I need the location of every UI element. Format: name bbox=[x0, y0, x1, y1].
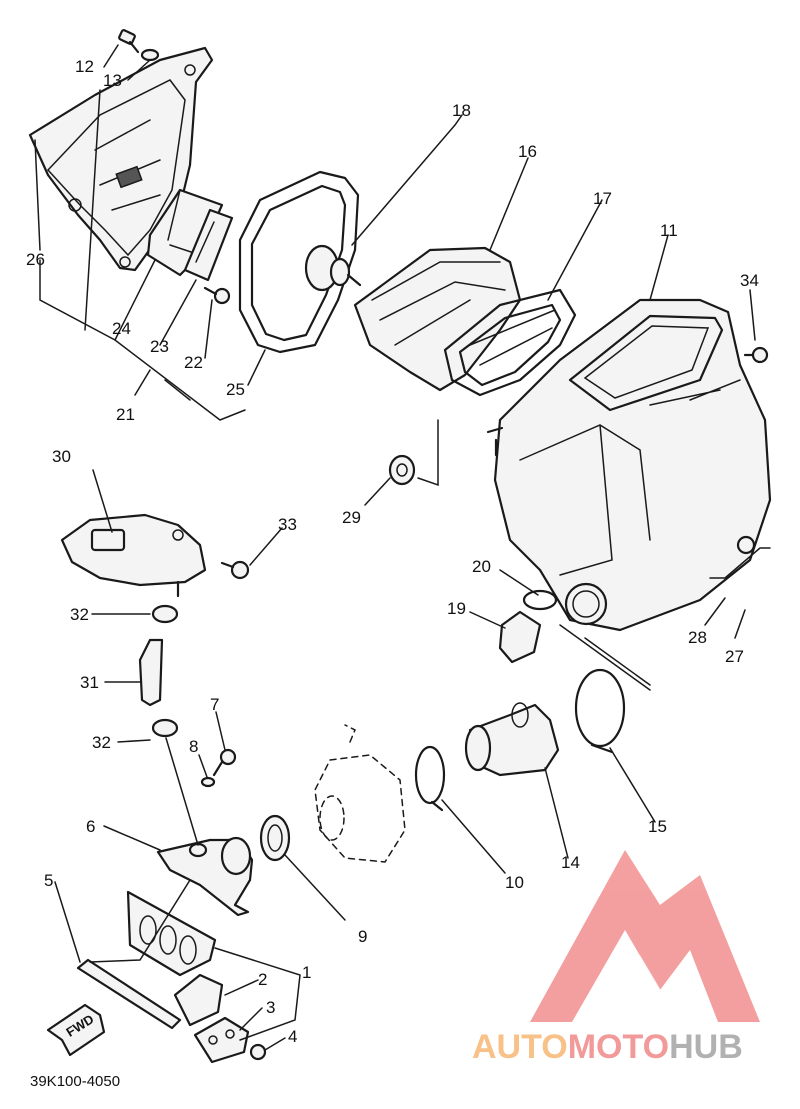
automotohub-wordmark: AUTOMOTOHUB bbox=[472, 1028, 743, 1066]
callout-29: 29 bbox=[342, 508, 361, 527]
callout-24: 24 bbox=[112, 319, 131, 338]
callout-2: 2 bbox=[258, 970, 267, 989]
part-17-filter-frame bbox=[443, 288, 577, 397]
part-30-breather-tank bbox=[60, 513, 207, 598]
fwd-arrow: FWD bbox=[46, 1003, 106, 1057]
callout-28: 28 bbox=[688, 628, 707, 647]
part-29-grommet bbox=[388, 454, 416, 486]
part-5-gasket-plate bbox=[76, 958, 182, 1030]
part-1-reed-valve bbox=[126, 890, 217, 977]
part-9-gasket bbox=[259, 814, 291, 862]
leader-lines bbox=[34, 44, 771, 1051]
watermark-moto: MOTO bbox=[568, 1028, 669, 1066]
callout-22: 22 bbox=[184, 353, 203, 372]
callout-34: 34 bbox=[740, 271, 759, 290]
callout-9: 9 bbox=[358, 927, 367, 946]
part-2-reed-petal bbox=[173, 973, 224, 1027]
callout-labels: 1 2 3 4 5 6 7 8 9 10 11 12 13 14 15 16 1… bbox=[26, 57, 759, 1046]
part-6-manifold bbox=[156, 836, 254, 917]
callout-15: 15 bbox=[648, 817, 667, 836]
callout-13: 13 bbox=[103, 71, 122, 90]
part-34-screw bbox=[743, 346, 769, 364]
part-19-joint bbox=[498, 610, 542, 664]
part-8-washer bbox=[200, 776, 216, 788]
callout-4: 4 bbox=[288, 1027, 297, 1046]
svg-text:AUTOMOTOHUB: AUTOMOTOHUB bbox=[472, 1028, 743, 1066]
callout-33: 33 bbox=[278, 515, 297, 534]
callout-32a: 32 bbox=[70, 605, 89, 624]
callout-7: 7 bbox=[210, 695, 219, 714]
callout-26: 26 bbox=[26, 250, 45, 269]
part-alt-outline bbox=[314, 724, 406, 863]
part-4-screw bbox=[249, 1043, 267, 1061]
callout-18: 18 bbox=[452, 101, 471, 120]
callout-21: 21 bbox=[116, 405, 135, 424]
callout-16: 16 bbox=[518, 142, 537, 161]
callout-25: 25 bbox=[226, 380, 245, 399]
part-23-bracket bbox=[183, 208, 234, 282]
callout-27: 27 bbox=[725, 647, 744, 666]
callout-20: 20 bbox=[472, 557, 491, 576]
part-16-filter bbox=[353, 246, 522, 392]
callout-19: 19 bbox=[447, 599, 466, 618]
callout-30: 30 bbox=[52, 447, 71, 466]
part-15-clamp bbox=[574, 668, 626, 754]
callout-32b: 32 bbox=[92, 733, 111, 752]
callout-12: 12 bbox=[75, 57, 94, 76]
automotohub-logo bbox=[530, 850, 760, 1022]
callout-17: 17 bbox=[593, 189, 612, 208]
callout-23: 23 bbox=[150, 337, 169, 356]
callout-6: 6 bbox=[86, 817, 95, 836]
callout-5: 5 bbox=[44, 871, 53, 890]
part-20-o-ring bbox=[522, 589, 558, 611]
part-32-clamp-upper bbox=[151, 604, 179, 624]
part-33-screw bbox=[220, 560, 250, 580]
part-22-screw bbox=[203, 286, 231, 305]
callout-14: 14 bbox=[561, 853, 580, 872]
part-7-screw bbox=[212, 748, 237, 777]
part-10-clamp bbox=[414, 745, 446, 812]
callout-10: 10 bbox=[505, 873, 524, 892]
part-3-reed-stopper bbox=[193, 1016, 250, 1064]
part-13-washer bbox=[140, 48, 160, 62]
watermark-hub: HUB bbox=[669, 1028, 743, 1066]
part-32-clamp-lower bbox=[151, 718, 179, 738]
callout-3: 3 bbox=[266, 998, 275, 1017]
callout-8: 8 bbox=[189, 737, 198, 756]
callout-31: 31 bbox=[80, 673, 99, 692]
diagram-code: 39K100-4050 bbox=[30, 1073, 120, 1090]
part-18-grommet bbox=[304, 244, 362, 292]
watermark-auto: AUTO bbox=[472, 1028, 568, 1066]
part-11-air-box-case bbox=[486, 298, 772, 632]
callout-11: 11 bbox=[660, 221, 678, 240]
part-31-hose bbox=[138, 638, 164, 707]
part-12-bolt bbox=[118, 29, 140, 54]
callout-1: 1 bbox=[302, 963, 311, 982]
part-14-boot bbox=[464, 702, 560, 777]
